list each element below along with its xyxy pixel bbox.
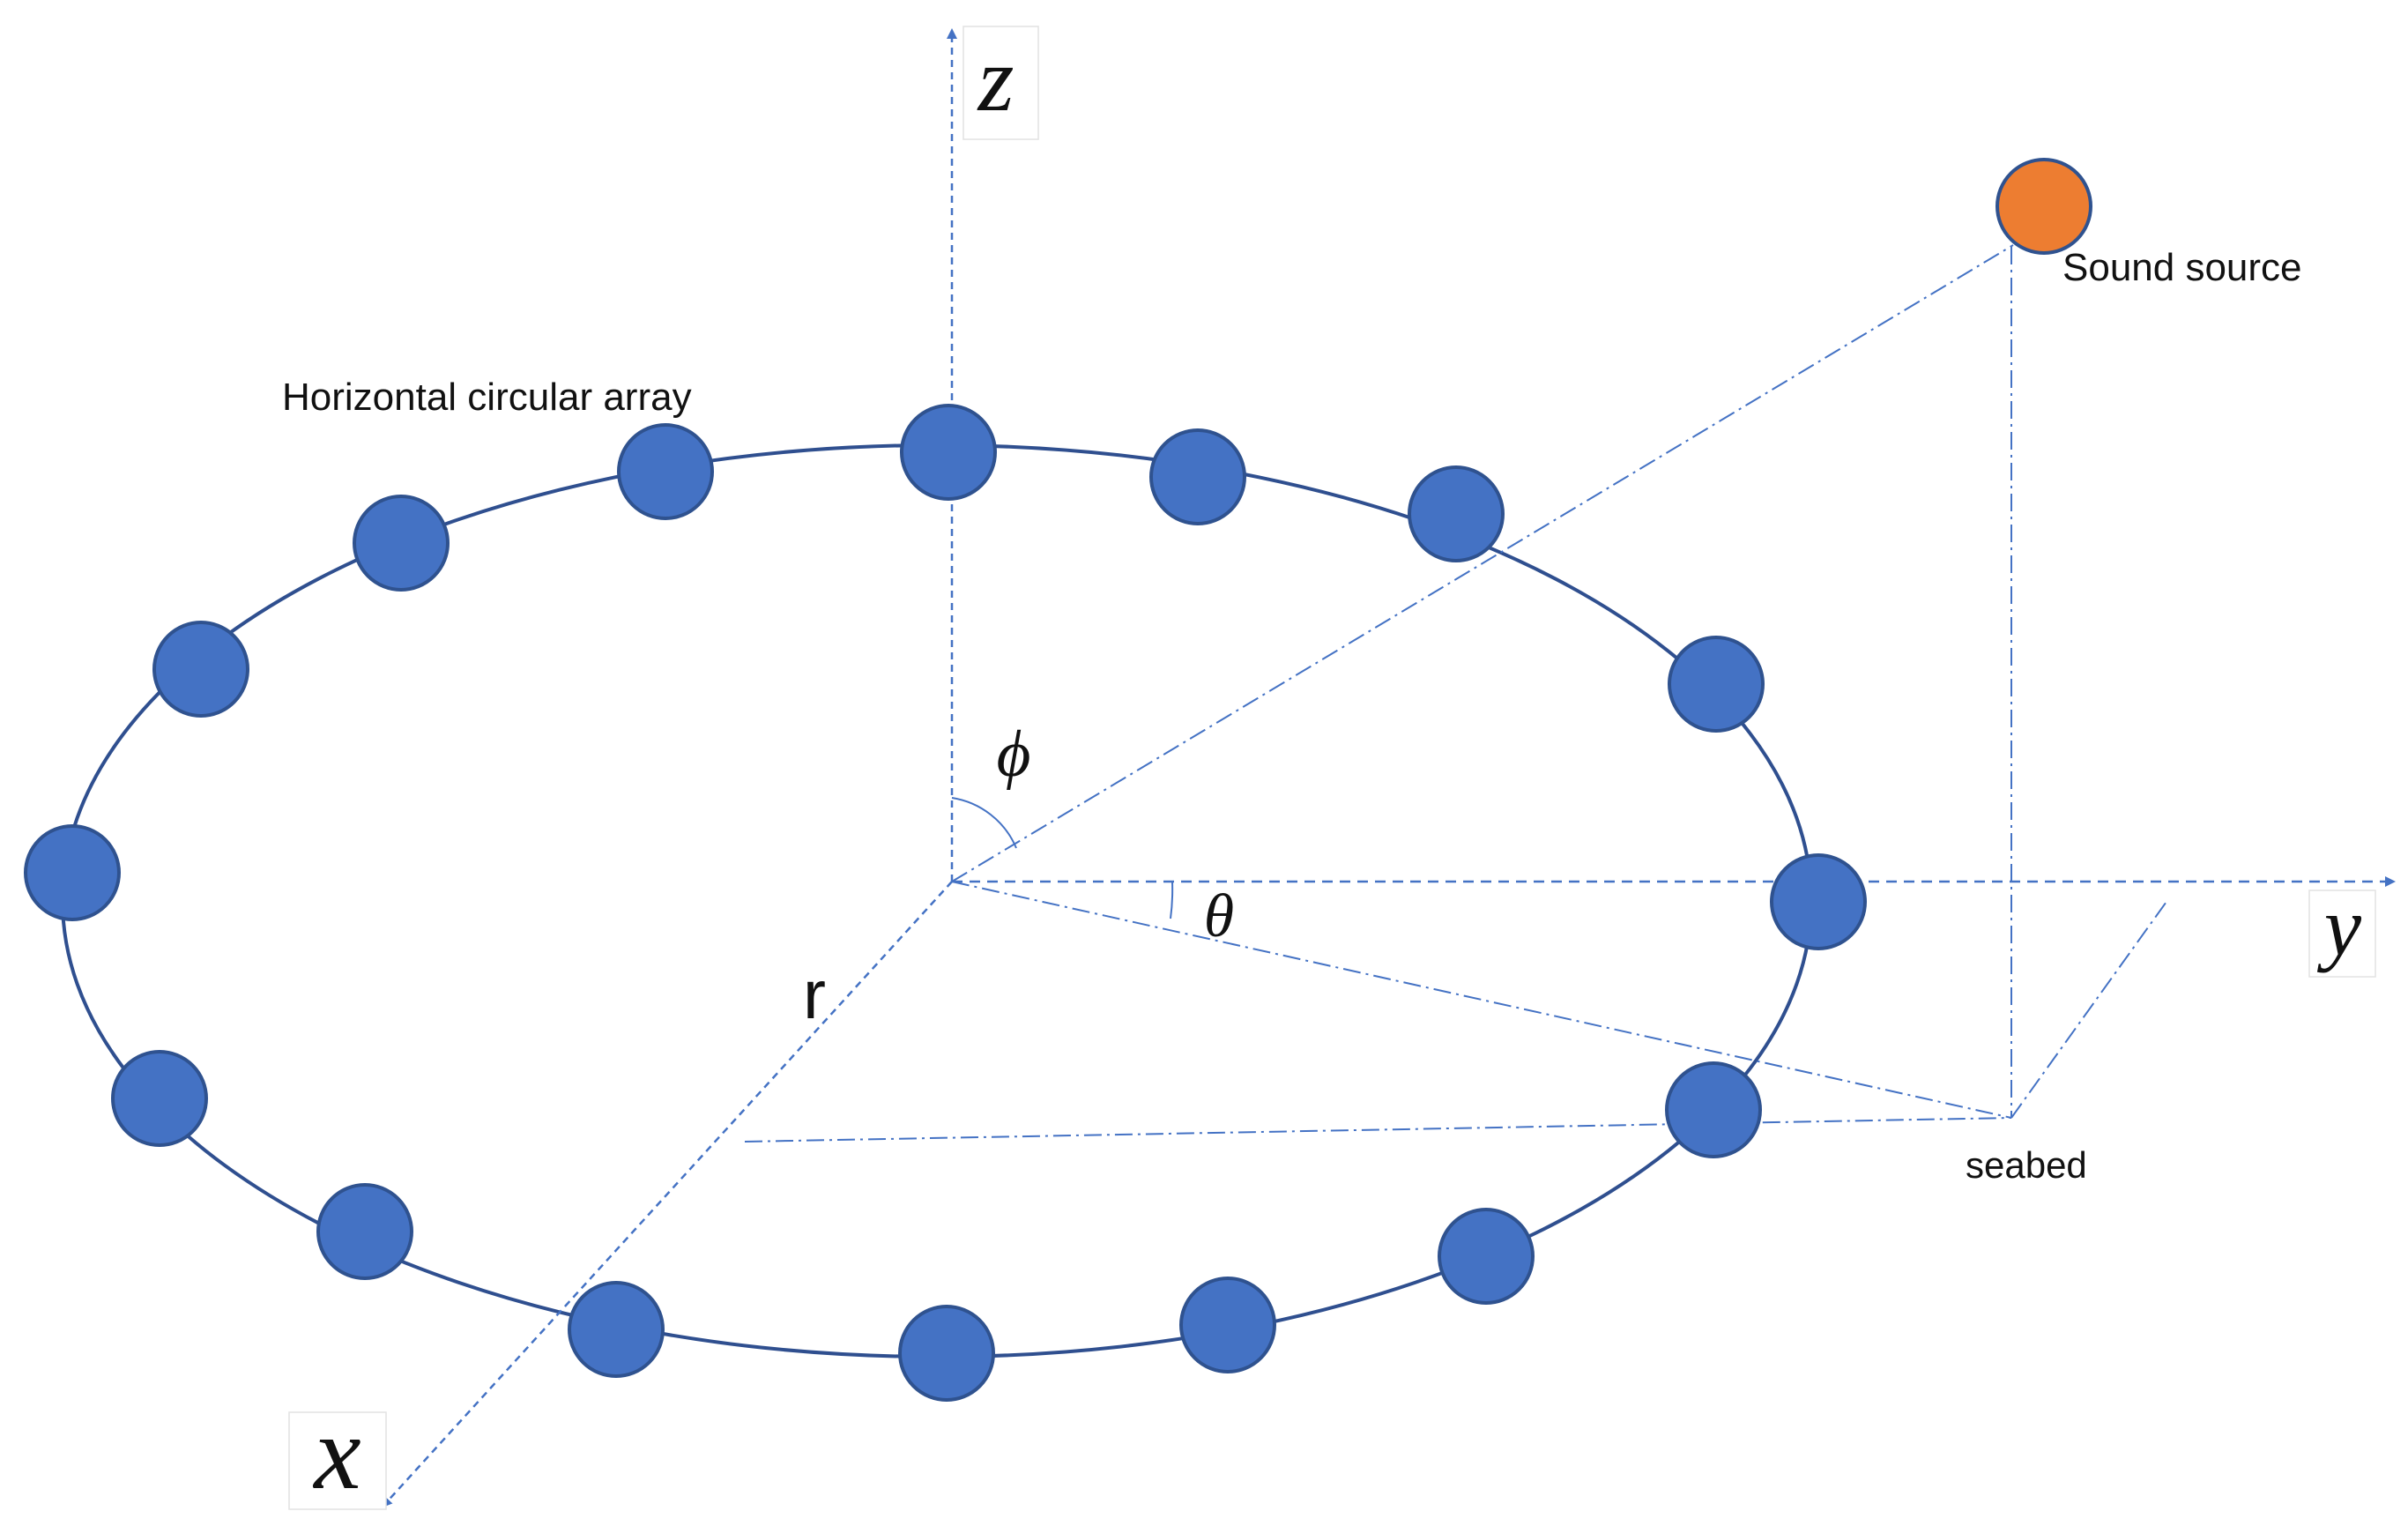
array-element bbox=[152, 621, 249, 718]
array-element bbox=[1438, 1208, 1535, 1305]
array-label: Horizontal circular array bbox=[282, 376, 692, 419]
seabed-label: seabed bbox=[1966, 1144, 2087, 1186]
theta-label: θ bbox=[1204, 882, 1234, 950]
array-element bbox=[617, 423, 714, 520]
array-element bbox=[898, 1305, 995, 1402]
radius-label: r bbox=[803, 956, 826, 1033]
phi-label: ϕ bbox=[997, 718, 1031, 791]
sound-source-marker bbox=[1996, 158, 2092, 255]
array-element bbox=[568, 1281, 665, 1378]
theta-angle-arc bbox=[1170, 881, 1174, 919]
y-label-box bbox=[2308, 890, 2376, 978]
array-element bbox=[1149, 428, 1246, 525]
z-label-box bbox=[962, 26, 1039, 140]
z-axis-label: z bbox=[977, 27, 1014, 130]
array-element bbox=[111, 1050, 208, 1147]
x-axis bbox=[381, 881, 953, 1508]
source-projection-line bbox=[951, 881, 2012, 1119]
seabed-parallel-x-line bbox=[2010, 898, 2169, 1119]
array-elements bbox=[24, 404, 1867, 1402]
sound-source-label: Sound source bbox=[2062, 246, 2302, 289]
phi-angle-arc bbox=[951, 797, 1017, 849]
x-label-box bbox=[288, 1411, 387, 1510]
array-element bbox=[1408, 465, 1505, 562]
y-axis-label: y bbox=[2317, 880, 2362, 973]
seabed-parallel-y-line bbox=[744, 1117, 2012, 1143]
array-element bbox=[1665, 1061, 1762, 1158]
array-element bbox=[316, 1183, 413, 1280]
array-element bbox=[1770, 853, 1867, 950]
source-vector-line bbox=[951, 244, 2014, 882]
array-element bbox=[1668, 636, 1765, 733]
array-element bbox=[24, 824, 121, 921]
array-element bbox=[353, 495, 450, 592]
array-element bbox=[1179, 1277, 1276, 1373]
array-element bbox=[900, 404, 997, 501]
x-axis-label: x bbox=[312, 1394, 360, 1511]
